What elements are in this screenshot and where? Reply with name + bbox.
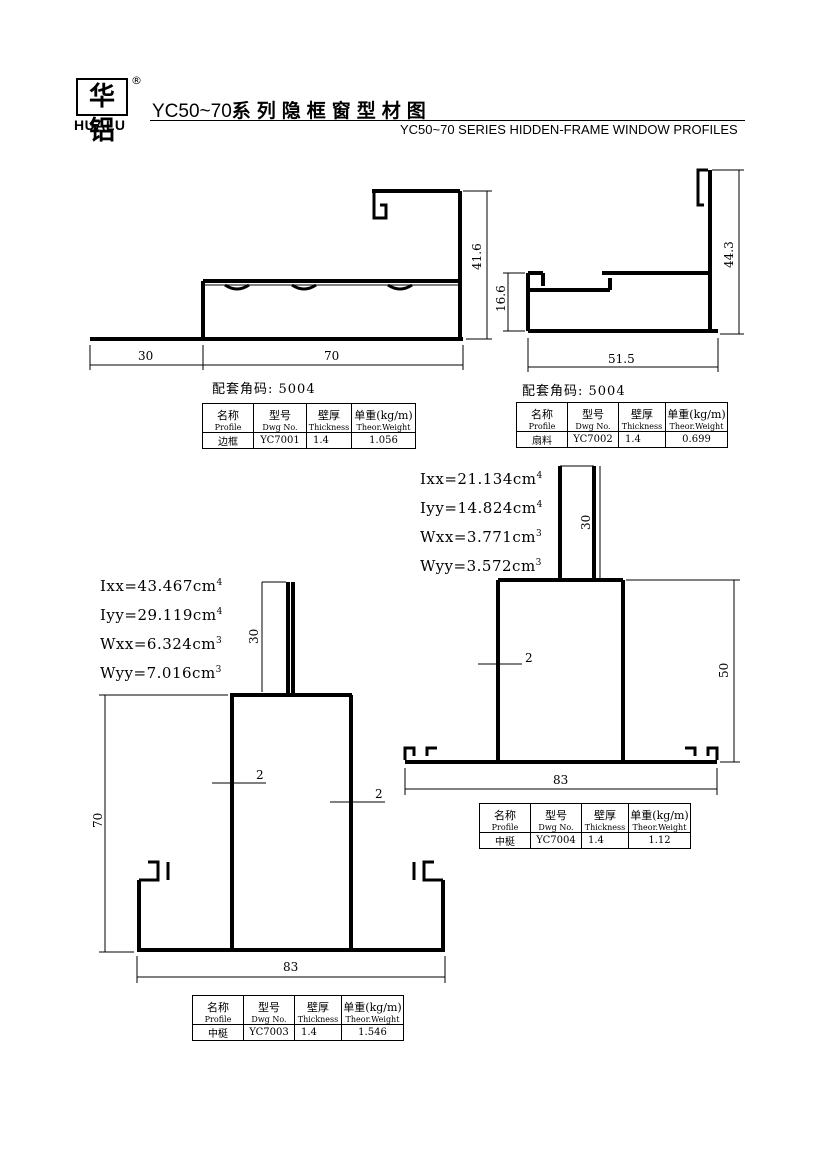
title-code: YC50~70	[152, 101, 232, 122]
thickness: 1.4	[581, 832, 629, 849]
dwg-no: YC7001	[253, 432, 307, 449]
profile-yc7001-drawing	[90, 189, 463, 341]
dwg-no: YC7002	[567, 431, 619, 448]
dim-7004-stem: 30	[579, 515, 593, 530]
dim-7001-width: 70	[324, 349, 339, 363]
registered-mark: ®	[131, 74, 142, 87]
dim-7001-height: 41.6	[470, 243, 484, 270]
dim-7003-wall2: 2	[375, 787, 383, 801]
weight: 1.546	[341, 1024, 404, 1041]
weight: 1.12	[628, 832, 691, 849]
section-props-7003: Ixx=43.467cm4 Iyy=29.119cm4 Wxx=6.324cm3…	[100, 577, 223, 682]
corner-cleat-caption-7002: 配套角码: 5004	[522, 384, 626, 399]
dwg-no: YC7004	[530, 832, 582, 849]
dim-7003-stem: 30	[247, 629, 261, 644]
profile-yc7004-drawing	[403, 465, 719, 764]
title-cn: 系列隐框窗型材图	[231, 100, 432, 122]
dim-7004-height: 50	[717, 663, 731, 678]
dwg-no: YC7003	[243, 1024, 295, 1041]
thickness: 1.4	[294, 1024, 342, 1041]
title-rule	[150, 120, 745, 121]
profile-name: 扇料	[516, 431, 568, 448]
thickness: 1.4	[618, 431, 666, 448]
logo-name: HUALU	[74, 117, 126, 133]
corner-cleat-caption-7001: 配套角码: 5004	[212, 382, 316, 397]
logo-mark: 华铝	[76, 78, 128, 146]
dim-7004-width: 83	[553, 773, 568, 787]
section-props-7004: Ixx=21.134cm4 Iyy=14.824cm4 Wxx=3.771cm3…	[420, 470, 543, 575]
page-subtitle: YC50~70 SERIES HIDDEN-FRAME WINDOW PROFI…	[400, 122, 738, 137]
dim-7003-wall1: 2	[256, 768, 264, 782]
dim-7002-inner: 16.6	[494, 285, 508, 312]
profile-yc7003-drawing	[137, 582, 445, 952]
profile-yc7002-drawing	[526, 168, 718, 333]
dim-7004-wall: 2	[525, 651, 533, 665]
dim-7002-width: 51.5	[608, 352, 635, 366]
dim-7002-height: 44.3	[722, 241, 736, 268]
profile-name: 中梃	[479, 832, 531, 849]
dim-7003-height: 70	[91, 813, 105, 828]
weight: 0.699	[665, 431, 728, 448]
thickness: 1.4	[306, 432, 352, 449]
page-title: YC50~70系列隐框窗型材图	[152, 96, 432, 123]
dim-7001-left: 30	[138, 349, 153, 363]
profile-name: 中梃	[192, 1024, 244, 1041]
dim-7003-width: 83	[283, 960, 298, 974]
weight: 1.056	[351, 432, 416, 449]
profile-name: 边框	[202, 432, 254, 449]
